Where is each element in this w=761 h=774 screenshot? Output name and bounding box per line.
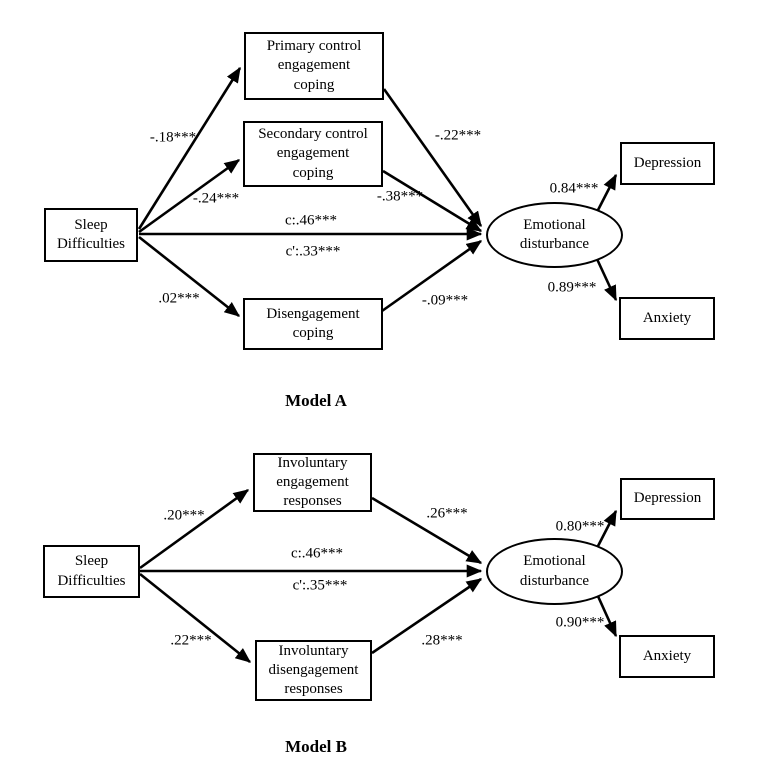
node-sleep-difficulties-b: Sleep Difficulties [43, 545, 140, 598]
coef-a3-label-a: .02*** [158, 290, 200, 307]
coef-c-total-label-b: c:.46*** [290, 545, 344, 562]
loading-anxiety-label-b: 0.90*** [555, 614, 605, 631]
coef-a2-label-a: -.24*** [192, 190, 240, 207]
model-b-arrows [139, 488, 618, 664]
node-secondary-control-coping: Secondary control engagement coping [243, 121, 383, 187]
coef-c-direct-label-b: c':.35*** [292, 577, 348, 594]
arrow-emotional-to-anxiety-b [595, 593, 618, 638]
node-depression-b: Depression [620, 478, 715, 520]
arrow-emotional-to-depression-b [595, 509, 618, 549]
coef-b3-label-a: -.09*** [421, 292, 469, 309]
coef-b2-label-b: .28*** [421, 632, 463, 649]
arrow-sleep-to-primary-coping [137, 66, 242, 230]
arrow-sleep-to-secondary-coping [138, 158, 241, 234]
node-disengagement-coping: Disengagement coping [243, 298, 383, 350]
node-involuntary-disengagement: Involuntary disengagement responses [255, 640, 372, 701]
node-depression-a: Depression [620, 142, 715, 185]
arrow-emotional-to-depression-a [595, 173, 618, 213]
coef-a1-label-a: -.18*** [149, 129, 197, 146]
node-anxiety-b: Anxiety [619, 635, 715, 678]
arrow-involuntary-disengagement-to-emotional [371, 577, 483, 655]
coef-c-total-label-a: c:.46*** [284, 212, 338, 229]
loading-depression-label-b: 0.80*** [555, 518, 605, 535]
arrow-involuntary-engagement-to-emotional [371, 496, 483, 565]
arrow-primary-coping-to-emotional [382, 88, 483, 228]
model-a-title: Model A [285, 391, 347, 410]
arrow-disengagement-coping-to-emotional [381, 239, 483, 313]
node-involuntary-engagement: Involuntary engagement responses [253, 453, 372, 512]
node-primary-control-coping: Primary control engagement coping [244, 32, 384, 100]
node-sleep-difficulties-a: Sleep Difficulties [44, 208, 138, 262]
coef-a1-label-b: .20*** [163, 507, 205, 524]
coef-b2-label-a: -.38*** [376, 188, 424, 205]
arrow-sleep-to-involuntary-disengagement [139, 572, 252, 664]
coef-b1-label-b: .26*** [426, 505, 468, 522]
model-a-arrows [137, 66, 618, 318]
arrow-secondary-coping-to-emotional [382, 169, 483, 233]
node-anxiety-a: Anxiety [619, 297, 715, 340]
model-b-title: Model B [285, 737, 347, 756]
loading-anxiety-label-a: 0.89*** [547, 279, 597, 296]
coef-c-direct-label-a: c':.33*** [285, 243, 341, 260]
coef-b1-label-a: -.22*** [434, 127, 482, 144]
arrow-sleep-to-disengagement-coping [138, 235, 241, 318]
node-emotional-disturbance-a: Emotional disturbance [486, 202, 623, 268]
node-emotional-disturbance-b: Emotional disturbance [486, 538, 623, 605]
arrow-sleep-to-involuntary-engagement [139, 488, 250, 570]
arrow-emotional-to-anxiety-a [595, 258, 618, 302]
loading-depression-label-a: 0.84*** [549, 180, 599, 197]
coef-a2-label-b: .22*** [170, 632, 212, 649]
